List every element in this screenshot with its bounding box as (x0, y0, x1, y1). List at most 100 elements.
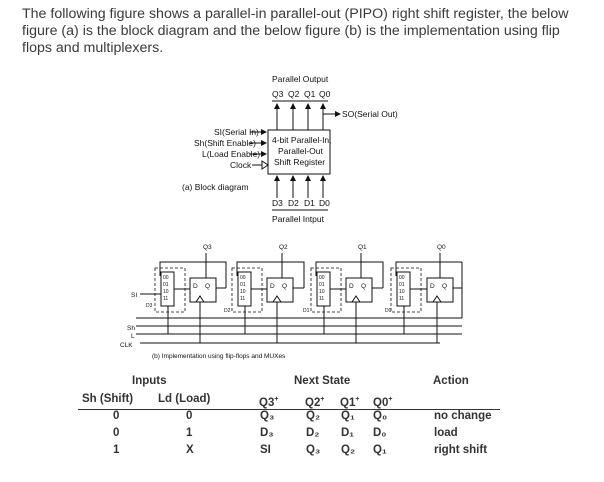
ff-0-d: D (430, 283, 435, 290)
row-0-q2: Q₂ (306, 410, 321, 422)
ff-3-d: D (193, 283, 198, 290)
col-q1-text: Q1 (340, 396, 356, 409)
output-q1-label: Q1 (304, 89, 316, 99)
row-0-sh: 0 (113, 410, 120, 422)
col-q2-text: Q2 (305, 396, 321, 409)
input-d1-label: D1 (304, 198, 315, 208)
impl-d2-label: D2 (224, 308, 231, 314)
ff-3-q: Q (205, 283, 210, 290)
mux-2-in-10: 10 (240, 289, 246, 295)
flip-flop-2 (266, 277, 294, 303)
impl-q0-label: Q0 (437, 244, 446, 251)
inputs-header: Inputs (132, 375, 167, 387)
serial-in-label: SI(Serial In) (214, 127, 259, 137)
row-0-action: no change (434, 410, 492, 422)
row-1-action: load (434, 427, 458, 439)
ff-2-d: D (270, 283, 275, 290)
parallel-input-label: Parallel Intput (272, 214, 325, 224)
row-2-q0: Q₁ (373, 444, 387, 456)
block-diagram-caption: (a) Block diagram (182, 182, 249, 192)
mux-1-in-10: 10 (319, 289, 325, 295)
sh-label: Sh (127, 325, 135, 332)
col-q3-sup: + (274, 396, 279, 403)
si-label: SI (131, 292, 137, 299)
col-q2-header: Q2+ (305, 396, 324, 409)
output-q3-label: Q3 (272, 89, 284, 99)
impl-d1-label: D1 (303, 308, 310, 314)
block-line-1: 4-bit Parallel-In, (272, 135, 332, 145)
row-0-q1: Q₁ (341, 410, 355, 422)
mux-3-in-01: 01 (163, 282, 169, 288)
flip-flop-0 (426, 277, 454, 303)
impl-d3-label: D3 (146, 303, 153, 309)
col-q2-sup: + (320, 396, 325, 403)
mux-0-in-01: 01 (399, 282, 405, 288)
load-enable-label: L(Load Enable) (202, 149, 260, 159)
mux-3-in-10: 10 (163, 289, 169, 295)
question-text: The following figure shows a parallel-in… (22, 6, 569, 56)
mux-0-in-00: 00 (399, 275, 405, 281)
flip-flop-1 (345, 277, 373, 303)
block-line-2: Parallel-Out (278, 146, 324, 156)
col-sh-header: Sh (Shift) (82, 393, 134, 405)
parallel-output-label: Parallel Output (272, 74, 329, 84)
clk-label: CLK (120, 342, 133, 349)
row-0-ld: 0 (186, 410, 193, 422)
mux-3-in-00: 00 (163, 275, 169, 281)
mux-1-in-01: 01 (319, 282, 325, 288)
row-1-sh: 0 (113, 427, 120, 439)
shift-enable-label: Sh(Shift Enable) (194, 138, 256, 148)
output-q0-label: Q0 (319, 89, 331, 99)
row-2-q1: Q₂ (341, 444, 356, 456)
block-diagram: Parallel Output Q3 Q2 Q1 Q0 SO(Serial Ou… (182, 74, 398, 224)
ff-1-d: D (349, 283, 354, 290)
mux-0-in-10: 10 (399, 289, 405, 295)
col-q3-text: Q3 (259, 396, 275, 409)
table-divider (78, 409, 500, 410)
block-line-3: Shift Register (274, 157, 325, 167)
col-ld-header: Ld (Load) (158, 393, 211, 405)
row-1-q0: D₀ (373, 427, 387, 439)
input-d3-label: D3 (272, 198, 283, 208)
ff-1-q: Q (361, 283, 366, 290)
col-q1-header: Q1+ (340, 396, 359, 409)
row-2-q3: SI (260, 444, 271, 456)
ff-0-q: Q (442, 283, 447, 290)
impl-d0-label: D0 (385, 308, 392, 314)
col-q1-sup: + (355, 396, 360, 403)
col-q0-text: Q0 (373, 396, 389, 409)
col-q3-header: Q3+ (259, 396, 278, 409)
input-d2-label: D2 (288, 198, 299, 208)
shift-register-block (267, 129, 331, 175)
implementation-caption: (b) Implementation using flip-flops and … (152, 353, 286, 360)
mux-0-in-11: 11 (399, 296, 404, 302)
row-2-ld: X (186, 444, 194, 456)
impl-q1-label: Q1 (358, 244, 367, 251)
col-q0-header: Q0+ (373, 396, 392, 409)
row-0-q0: Q₀ (373, 410, 388, 422)
row-1-ld: 1 (186, 427, 193, 439)
mux-2-in-00: 00 (240, 275, 246, 281)
row-2-q2: Q₃ (306, 444, 321, 456)
mux-2-in-11: 11 (240, 296, 245, 302)
row-1-q3: D₃ (260, 427, 274, 439)
impl-q3-label: Q3 (203, 244, 212, 251)
flip-flop-3 (189, 277, 217, 303)
col-q0-sup: + (388, 396, 393, 403)
mux-1-in-11: 11 (319, 296, 324, 302)
input-d0-label: D0 (319, 198, 330, 208)
serial-out-label: SO(Serial Out) (342, 109, 398, 119)
row-2-sh: 1 (113, 444, 120, 456)
mux-2-in-01: 01 (240, 282, 246, 288)
mux-1-in-00: 00 (319, 275, 325, 281)
clock-label: Clock (230, 160, 252, 170)
next-state-header: Next State (294, 375, 351, 387)
row-0-q3: Q₃ (260, 410, 275, 422)
impl-q2-label: Q2 (279, 244, 288, 251)
implementation-diagram: Q3 Q2 Q1 Q0 00 01 10 11 D Q D3 D2 00 01 … (120, 244, 463, 360)
output-q2-label: Q2 (288, 89, 300, 99)
row-1-q2: D₂ (306, 427, 320, 439)
mux-3-in-11: 11 (163, 296, 168, 302)
row-2-action: right shift (434, 444, 488, 456)
